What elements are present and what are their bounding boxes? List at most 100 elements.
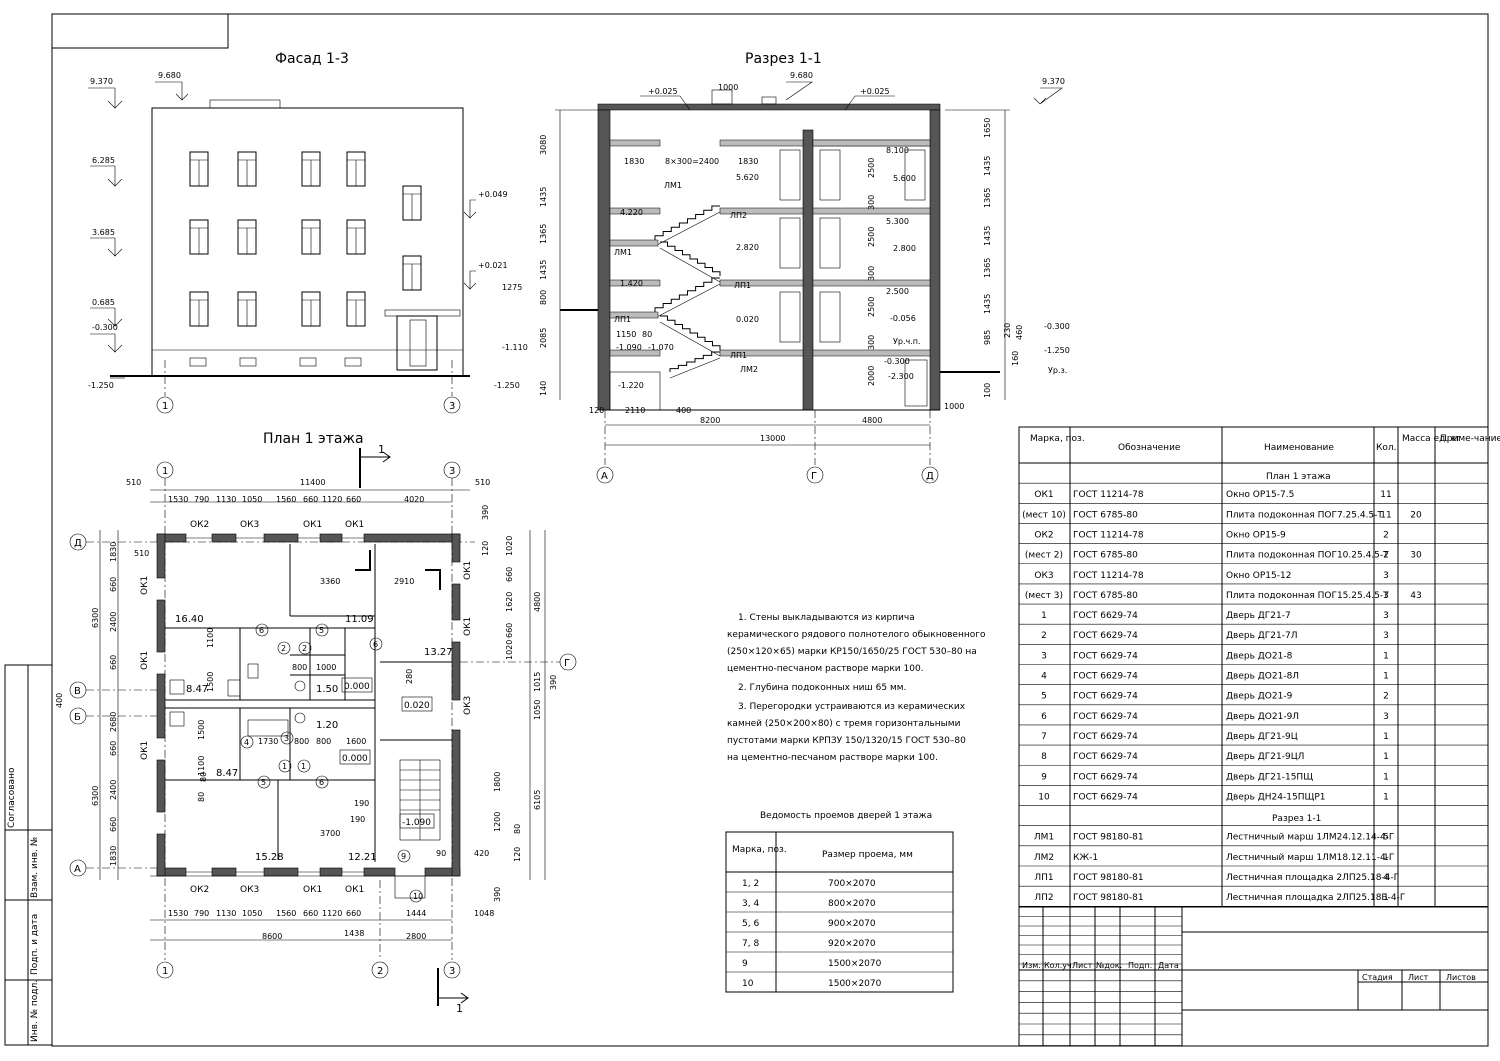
- plan-door-mark-number: 1: [282, 762, 287, 771]
- fac-mark-0021: +0.021: [478, 261, 508, 270]
- pd-b-1048: 1048: [474, 909, 494, 918]
- spec-qty: 1: [1383, 732, 1389, 742]
- pd-b-1438: 1438: [344, 929, 364, 938]
- pd-i-800c: 800: [316, 737, 331, 746]
- plan-axis-1-top: 1: [162, 466, 168, 477]
- sec-stair-lm2: ЛМ2: [740, 365, 758, 374]
- door-schedule-size: 1500×2070: [828, 979, 882, 989]
- sec-h-800: 800: [539, 290, 548, 305]
- plan-win-ok1-right-a: ОК1: [463, 561, 473, 580]
- section-slab-left: [609, 207, 661, 215]
- spec-name: Дверь ДО21-8Л: [1226, 672, 1299, 682]
- spec-name: Дверь ДО21-9: [1226, 692, 1293, 702]
- facade-window: [346, 291, 366, 327]
- plan-wall-segment: [263, 533, 299, 543]
- fac-level-6285: 6.285: [92, 156, 115, 165]
- plan-win-ok1-top-a: ОК1: [303, 520, 322, 530]
- plan-wall-segment: [156, 533, 166, 579]
- tb-sheet: Лист: [1408, 973, 1429, 982]
- tb-col-izm: Изм.: [1022, 961, 1041, 970]
- sec-stair-lp1c: ЛП1: [730, 351, 747, 360]
- sec-dim-m1090: -1.090: [616, 343, 642, 352]
- spec-desig: ГОСТ 6629-74: [1073, 611, 1138, 621]
- plan-cut-bottom: 1: [456, 1002, 463, 1015]
- sec-axis-g: Г: [811, 471, 817, 482]
- pd-l-2400a: 2400: [109, 612, 118, 632]
- pd-l-1830a: 1830: [109, 542, 118, 562]
- note-line-7: камней (250×200×80) с тремя горизонтальн…: [727, 719, 961, 729]
- sec-dim-m1220: -1.220: [618, 381, 644, 390]
- spec-name: Плита подоконная ПОГ7.25.4.5-Т: [1226, 510, 1383, 520]
- sec-dim-8x300: 8×300=2400: [665, 157, 719, 166]
- sec-rh-2000: 2000: [867, 366, 876, 386]
- facade-window: [301, 291, 321, 327]
- sec-rl-1000: 1000: [944, 402, 964, 411]
- sec-lvl-5600: 5.600: [893, 174, 916, 183]
- spec-desig: ГОСТ 6629-74: [1073, 672, 1138, 682]
- plan-win-ok3-bot: ОК3: [240, 885, 259, 895]
- spec-name: Дверь ДГ21-7Л: [1226, 631, 1297, 641]
- pd-t-1530: 1530: [168, 495, 188, 504]
- sec-dim-1420: 1.420: [620, 279, 643, 288]
- plan-door-mark: 4: [240, 735, 254, 749]
- fac-level-m1250: -1.250: [88, 381, 114, 390]
- spec-mark: 7: [1041, 732, 1047, 742]
- sec-rd-985: 985: [983, 330, 992, 345]
- fac-level-0685: 0.685: [92, 298, 115, 307]
- plan-door-mark-number: 5: [319, 626, 324, 635]
- plan-axis-3-bot: 3: [449, 966, 455, 977]
- plan-window-labels: ОК2 ОК3 ОК1 ОК1 ОК1 ОК1 ОК1 ОК3 ОК2 ОК3 …: [140, 520, 473, 895]
- tb-col-doc: №док.: [1096, 961, 1122, 970]
- sec-axis-d: Д: [926, 471, 934, 482]
- spec-qty: 3: [1383, 631, 1389, 641]
- spec-qty: 2: [1383, 551, 1389, 561]
- plan-wall-segment: [451, 729, 461, 877]
- spec-mark: 6: [1041, 712, 1047, 722]
- pd-t-1130: 1130: [216, 495, 236, 504]
- facade-window: [237, 151, 257, 187]
- pd-r-390a: 390: [481, 505, 490, 520]
- spec-head-mark: Марка, поз.: [1030, 434, 1085, 444]
- facade-basement-window: [299, 357, 317, 367]
- plan-win-ok2-bot: ОК2: [190, 885, 209, 895]
- spec-desig: ГОСТ 6629-74: [1073, 712, 1138, 722]
- pd-l-1830b: 1830: [109, 846, 118, 866]
- plan-win-ok2-top: ОК2: [190, 520, 209, 530]
- sec-rd-1650: 1650: [983, 118, 992, 138]
- sec-dim-1150: 1150: [616, 330, 636, 339]
- side-replaced: Взам. инв. №: [30, 837, 40, 898]
- sec-rl-urz: Ур.з.: [1048, 366, 1067, 375]
- sec-dim-4220: 4.220: [620, 208, 643, 217]
- section-stairs: [609, 205, 721, 411]
- spec-mark: 2: [1041, 631, 1047, 641]
- plan-bottom-dims: 1530 790 1130 1050 1560 660 1120 660 860…: [168, 909, 494, 941]
- spec-name: Дверь ДО21-9Л: [1226, 712, 1299, 722]
- note-line-6: 3. Перегородки устраиваются из керамичес…: [738, 702, 966, 712]
- pd-b-1530: 1530: [168, 909, 188, 918]
- sec-lvl-m1110: -1.110: [502, 343, 528, 352]
- spec-name: Дверь ДО21-8: [1226, 651, 1293, 661]
- sec-rh-300c: 300: [867, 335, 876, 350]
- spec-mark: 1: [1041, 611, 1047, 621]
- sec-top-0025a: +0.025: [648, 87, 678, 96]
- pd-i-1100b: 1100: [197, 756, 206, 776]
- section-slab-left: [609, 139, 661, 147]
- pd-i-800b: 800: [294, 737, 309, 746]
- spec-desig: ГОСТ 98180-81: [1073, 893, 1144, 903]
- facade-basement-window: [189, 357, 207, 367]
- spec-name: Окно ОР15-7.5: [1226, 490, 1294, 500]
- sec-lvl-urchp: Ур.ч.п.: [893, 337, 921, 346]
- sec-rh-2500a: 2500: [867, 158, 876, 178]
- pd-l-660b: 660: [109, 655, 118, 670]
- spec-desig: КЖ-1: [1073, 853, 1098, 863]
- facade-window: [189, 151, 209, 187]
- tb-stage: Стадия: [1362, 973, 1393, 982]
- sec-stair-lm1b: ЛМ1: [614, 248, 632, 257]
- door-schedule-size: 800×2070: [828, 899, 876, 909]
- spec-desig: ГОСТ 6629-74: [1073, 692, 1138, 702]
